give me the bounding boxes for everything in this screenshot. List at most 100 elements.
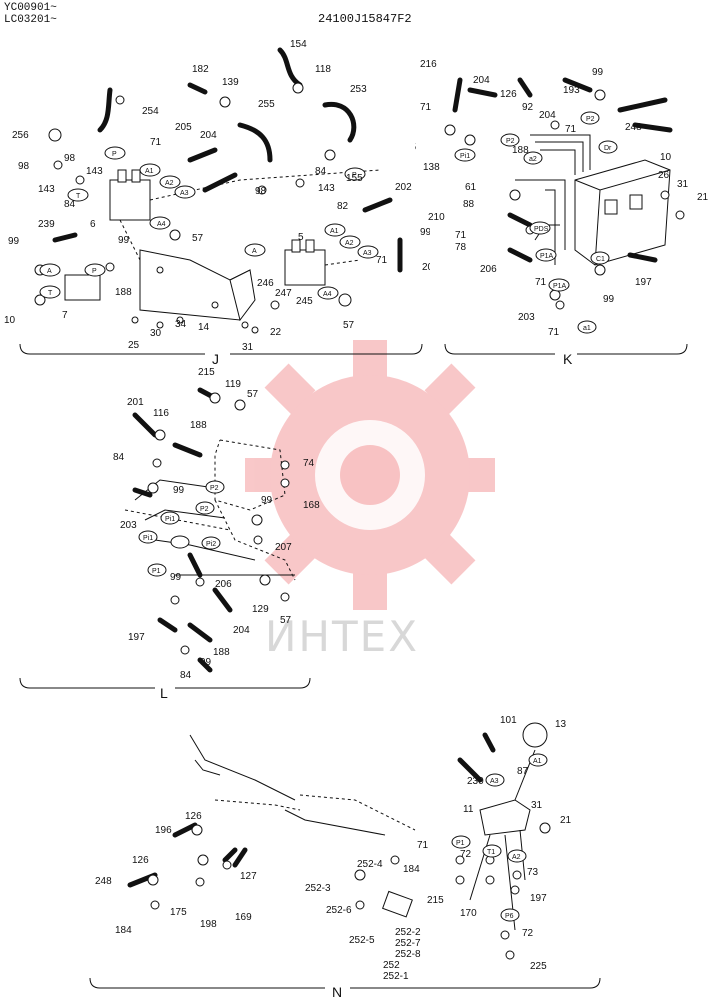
part-number-label: 203 <box>518 312 535 323</box>
part-number-label: 204 <box>233 625 250 636</box>
part-number-label: 71 <box>535 277 547 288</box>
callout-p1: P1 <box>152 568 161 575</box>
part-number-label: 154 <box>290 39 307 50</box>
part-number-label: 99 <box>8 236 20 247</box>
part-number-label: 57 <box>247 389 259 400</box>
callout-a2: A2 <box>165 180 174 187</box>
section-k-title: K <box>563 351 573 367</box>
part-number-label: 99 <box>420 227 430 238</box>
part-number-label: 206 <box>422 262 430 273</box>
part-number-label: 206 <box>215 579 232 590</box>
part-number-label: 169 <box>235 912 252 923</box>
part-number-label: 6 <box>90 219 96 230</box>
callout-p1a-2: P1A <box>553 283 567 290</box>
part-number-label: 182 <box>192 64 209 75</box>
part-number-label: 99 <box>173 485 185 496</box>
part-number-label: 71 <box>548 327 560 338</box>
callout-p1a: P1A <box>540 253 554 260</box>
callout-p2: P2 <box>506 138 515 145</box>
callout-p: P <box>112 151 117 158</box>
section-l-title: L <box>160 685 168 701</box>
callout-a2: A2 <box>512 854 521 861</box>
drawing-number: 24100J15847F2 <box>318 12 412 26</box>
part-number-label: 188 <box>213 647 230 658</box>
part-number-label: 225 <box>530 961 547 972</box>
part-number-label: 99 <box>118 235 130 246</box>
part-number-label: 143 <box>86 166 103 177</box>
part-number-label: 188 <box>512 145 529 156</box>
part-number-label: 99 <box>603 294 615 305</box>
part-number-label: 116 <box>153 408 169 419</box>
part-number-label: 21 <box>560 815 572 826</box>
part-number-label: 25 <box>128 340 140 351</box>
callout-a3-2: A3 <box>363 250 372 257</box>
section-j: P A1 A2 A3 T P A P T A4 A1 A2 A3 A4 A 15… <box>4 39 430 367</box>
part-number-label: 119 <box>225 379 241 390</box>
part-number-label: 26 <box>658 170 670 181</box>
section-n: A1 A3 P1 T1 A2 P6 101 13 230 87 11 31 21… <box>89 715 601 998</box>
callout-a4: A4 <box>157 221 166 228</box>
part-number-label: 22 <box>270 327 282 338</box>
part-number-label: 73 <box>527 867 539 878</box>
part-number-label: 184 <box>115 925 132 936</box>
serial-range-1: YC00901~ <box>4 2 57 14</box>
part-number-label: 196 <box>155 825 172 836</box>
part-number-label: 74 <box>303 458 315 469</box>
watermark-gear-logo <box>245 340 495 610</box>
part-number-label: 72 <box>460 849 472 860</box>
part-number-label: 30 <box>150 328 162 339</box>
callout-t-3: A <box>252 248 257 255</box>
part-number-label: 71 <box>420 102 432 113</box>
watermark-text: ИНТЕХ <box>265 612 419 661</box>
part-number-label: 129 <box>252 604 269 615</box>
part-number-label: 246 <box>257 278 274 289</box>
part-number-label: 99 <box>170 572 182 583</box>
section-l-bracket <box>19 677 311 689</box>
part-number-label: 197 <box>635 277 652 288</box>
part-number-label: 98 <box>18 161 30 172</box>
part-number-label: 13 <box>555 719 567 730</box>
part-number-label: 99 <box>200 657 212 668</box>
part-number-label: 188 <box>115 287 132 298</box>
part-number-label: 255 <box>258 99 275 110</box>
part-number-label: 252-3 <box>305 883 331 894</box>
part-number-label: 92 <box>522 102 534 113</box>
part-number-label: 5 <box>298 232 304 243</box>
callout-c1: C1 <box>596 256 605 263</box>
part-number-label: 193 <box>563 85 580 96</box>
part-number-label: 198 <box>200 919 217 930</box>
part-number-label: 197 <box>128 632 145 643</box>
callout-a1: A1 <box>533 758 542 765</box>
part-number-label: 175 <box>170 907 187 918</box>
part-number-label: 247 <box>275 288 292 299</box>
part-number-label: 57 <box>192 233 204 244</box>
callout-pi1: Pi1 <box>460 153 470 160</box>
part-number-label: 7 <box>62 310 68 321</box>
part-numbers-l: 215 119 57 201 116 188 84 74 99 168 203 … <box>113 367 320 681</box>
part-number-label: 98 <box>64 153 76 164</box>
part-number-label: 256 <box>12 130 29 141</box>
part-number-label: 245 <box>296 296 313 307</box>
callout-a1: a1 <box>583 325 591 332</box>
part-number-label: 126 <box>132 855 149 866</box>
callout-p6: P6 <box>505 913 514 920</box>
part-number-label: 72 <box>522 928 534 939</box>
part-number-label: 230 <box>467 776 484 787</box>
part-number-label: 170 <box>460 908 477 919</box>
part-number-label: 31 <box>677 179 689 190</box>
part-number-label: 210 <box>428 212 445 223</box>
callout-a4-2: A4 <box>323 291 332 298</box>
part-number-label: 201 <box>127 397 144 408</box>
callout-bubbles-n: A1 A3 P1 T1 A2 P6 <box>451 753 548 922</box>
part-number-label: 126 <box>185 811 202 822</box>
part-number-label: 248 <box>95 876 112 887</box>
serial-range: YC00901~ LC03201~ <box>4 2 57 26</box>
part-number-label: 204 <box>539 110 556 121</box>
callout-bubbles-j: P A1 A2 A3 T P A P T A4 A1 A2 A3 A4 A <box>39 146 379 300</box>
callout-p2-2: P2 <box>586 116 595 123</box>
part-number-label: 31 <box>531 800 543 811</box>
part-number-label: 126 <box>500 89 517 100</box>
part-number-label: 215 <box>427 895 444 906</box>
part-number-label: 253 <box>350 84 367 95</box>
part-number-label: 127 <box>240 871 257 882</box>
